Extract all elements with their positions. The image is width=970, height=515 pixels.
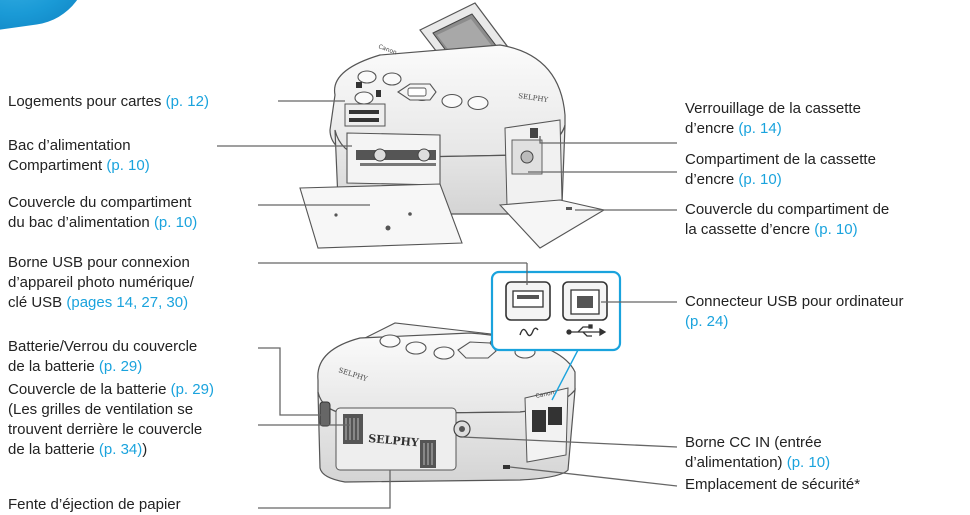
label-usb-camera-line3: clé USB (pages 14, 27, 30) — [8, 294, 189, 311]
page-ref-link[interactable]: (p. 10) — [106, 157, 150, 174]
page-ref-link[interactable]: (p. 29) — [170, 381, 214, 398]
pictbridge-icon — [519, 327, 539, 337]
label-usb-pc-line2: (p. 24) — [685, 312, 728, 332]
page-ref-link[interactable]: (p. 12) — [165, 93, 209, 110]
page-ref-link[interactable]: (p. 10) — [153, 214, 198, 231]
page-ref-link[interactable]: (pages 14, 27, 30) — [66, 294, 189, 311]
canon-logo-back: Canon — [535, 389, 555, 400]
label-feed-tray-line2: Compartiment (p. 10) — [8, 157, 150, 174]
selphy-logo-back: SELPHY — [368, 432, 420, 449]
label-ink-comp-line1: Compartiment de la cassette — [685, 151, 876, 168]
usb-symbol-icon — [566, 324, 607, 337]
label-dc-in-line1: Borne CC IN (entrée — [685, 434, 822, 451]
leader-lines — [217, 100, 678, 509]
label-usb-pc-line1: Connecteur USB pour ordinateur — [685, 293, 904, 310]
printer-back-view: SELPHY SELPHY Canon — [317, 322, 576, 483]
label-usb-camera-line2: d’appareil photo numérique/ — [8, 274, 194, 291]
label-ink-comp-line2: d’encre (p. 10) — [685, 171, 782, 188]
printer-front-view: SELPHY Canon — [299, 2, 606, 249]
label-battery-lock-line1: Batterie/Verrou du couvercle — [8, 338, 198, 355]
page-ref-link[interactable]: (p. 10) — [814, 221, 858, 238]
page-ref-link[interactable]: (p. 24) — [685, 313, 729, 330]
label-dc-in-line2: d’alimentation) (p. 10) — [685, 454, 831, 471]
page-ref-link[interactable]: (p. 14) — [738, 120, 782, 137]
label-ink-lock-line2: d’encre (p. 14) — [685, 120, 782, 137]
label-battery-lock-line2: de la batterie (p. 29) — [8, 358, 143, 375]
usb-ports-callout — [490, 270, 622, 401]
page-ref-link[interactable]: (p. 29) — [98, 358, 143, 375]
label-tray-cover-line2: du bac d’alimentation (p. 10) — [8, 214, 198, 231]
label-paper-exit: Fente d’éjection de papier — [8, 496, 181, 513]
label-security-slot: Emplacement de sécurité* — [685, 476, 861, 493]
page-ref-link[interactable]: (p. 10) — [786, 454, 831, 471]
label-ink-cover-line2: la cassette d’encre (p. 10) — [685, 221, 858, 238]
page-ref-link[interactable]: (p. 10) — [738, 171, 782, 188]
label-ink-cover-line1: Couvercle du compartiment de — [685, 201, 890, 218]
label-ink-lock-line1: Verrouillage de la cassette — [685, 100, 861, 117]
label-battery-cover-line1: Couvercle de la batterie (p. 29) — [8, 381, 214, 398]
label-card-slots: Logements pour cartes (p. 12) — [8, 93, 209, 110]
label-battery-cover-line2: (Les grilles de ventilation se — [8, 401, 194, 418]
label-usb-camera-line1: Borne USB pour connexion — [8, 254, 190, 271]
label-tray-cover-line1: Couvercle du compartiment — [8, 194, 192, 211]
label-feed-tray-line1: Bac d’alimentation — [8, 137, 131, 154]
label-battery-cover-line3: trouvent derrière le couvercle — [8, 421, 203, 438]
page-ref-link[interactable]: (p. 34) — [98, 441, 143, 458]
label-battery-cover-line4: de la batterie (p. 34)) — [8, 441, 148, 458]
